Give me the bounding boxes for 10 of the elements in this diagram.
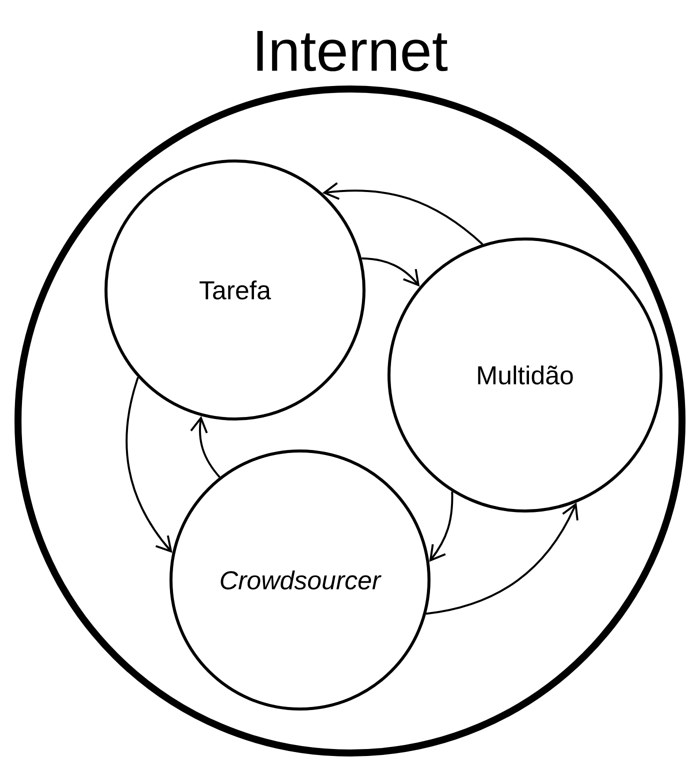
circle-node: Multidão: [388, 238, 662, 512]
circle-node: Crowdsourcer: [170, 450, 430, 710]
arrow: [190, 416, 220, 478]
arrow: [126, 377, 172, 553]
node-label: Internet: [257, 30, 448, 72]
arrow: [362, 257, 420, 287]
arrow: [322, 182, 484, 245]
circle-node: Tarefa: [104, 160, 366, 420]
arrow: [429, 492, 454, 562]
arrow: [426, 502, 578, 615]
